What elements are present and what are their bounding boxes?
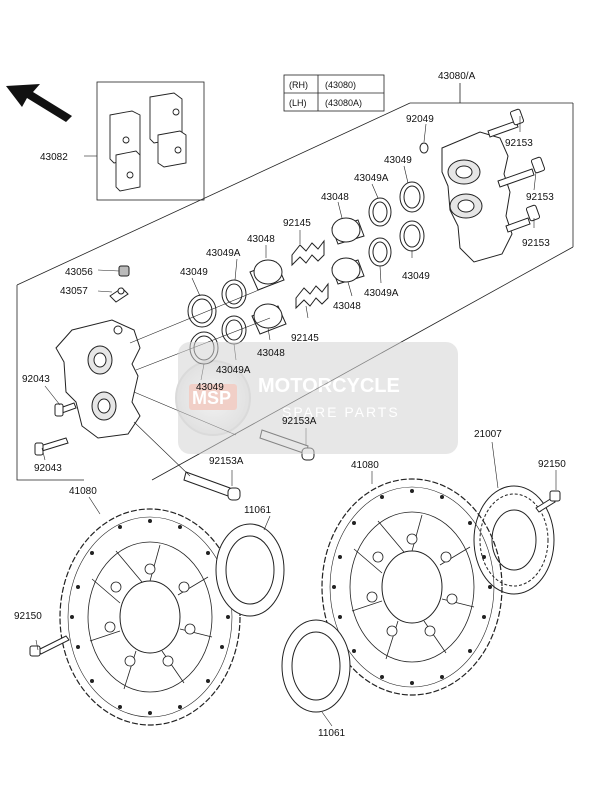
label-43049-r1: 43049 (384, 155, 412, 166)
label-43080A: 43080/A (438, 71, 476, 82)
label-92153A-b: 92153A (209, 456, 244, 467)
watermark-brand-text: MOTORCYCLE (258, 375, 400, 397)
pad-spring-92145-icon (291, 239, 329, 310)
piston-seal-group-left (187, 259, 287, 365)
label-92153-c: 92153 (522, 238, 550, 249)
watermark-sub-text: SPARE PARTS (282, 404, 400, 420)
caliper-bolt-92153-icon (487, 108, 546, 233)
disc-shim-11061-icon (215, 523, 351, 713)
label-43049A-r2: 43049A (364, 288, 399, 299)
left-caliper-icon (55, 319, 141, 439)
label-43049A-r1: 43049A (354, 173, 389, 184)
brake-pad-icon (109, 92, 187, 192)
label-43048-bot: 43048 (257, 348, 285, 359)
leader-lines (41, 116, 537, 486)
right-brake-disc-icon (321, 478, 503, 696)
legend-side-rh: (RH) (289, 80, 308, 90)
label-92049: 92049 (406, 114, 434, 125)
bleeder-valve-icon (109, 265, 130, 303)
right-caliper-icon (441, 131, 513, 263)
label-43049A-bot: 43049A (216, 365, 251, 376)
label-43057: 43057 (60, 286, 88, 297)
watermark-logo: MSP MOTORCYCLE SPARE PARTS (175, 342, 458, 454)
legend-code-lh: (43080A) (325, 98, 362, 108)
label-92043-b: 92043 (34, 463, 62, 474)
label-92153-a: 92153 (505, 138, 533, 149)
legend-side-lh: (LH) (289, 98, 307, 108)
disc-bolt-92150-icon (29, 490, 561, 657)
part-labels: 43080/A 43082 92049 92153 92153 92153 43… (14, 71, 566, 739)
watermark-logo-text: MSP (192, 388, 231, 408)
label-43049-r2: 43049 (402, 271, 430, 282)
label-43049-bot: 43049 (196, 382, 224, 393)
label-92145-top: 92145 (283, 218, 311, 229)
label-92150-left: 92150 (14, 611, 42, 622)
label-43048-top: 43048 (247, 234, 275, 245)
label-41080-left: 41080 (69, 486, 97, 497)
side-legend-table: (RH) (43080) (LH) (43080A) (283, 74, 385, 112)
label-43056: 43056 (65, 267, 93, 278)
label-92145-bot: 92145 (291, 333, 319, 344)
legend-code-rh: (43080) (325, 80, 356, 90)
label-92150-right: 92150 (538, 459, 566, 470)
label-92153-b: 92153 (526, 192, 554, 203)
label-11061-top: 11061 (244, 505, 272, 516)
abs-sensor-rotor-icon (473, 485, 555, 595)
label-92043-a: 92043 (22, 374, 50, 385)
label-43049A-top: 43049A (206, 248, 241, 259)
label-43082: 43082 (40, 152, 68, 163)
brake-pad-box (84, 81, 205, 201)
mounting-bolt-92043-icon (34, 402, 77, 456)
label-43048-r1: 43048 (321, 192, 349, 203)
left-brake-disc-icon (59, 508, 241, 726)
label-92153A-a: 92153A (282, 416, 317, 427)
front-direction-arrow-icon (6, 84, 72, 122)
label-43049-mid: 43049 (180, 267, 208, 278)
label-21007: 21007 (474, 429, 502, 440)
label-11061-bot: 11061 (318, 728, 346, 739)
label-leader-lines (35, 441, 557, 727)
piston-seal-group-right (331, 142, 429, 285)
label-43048-r2: 43048 (333, 301, 361, 312)
label-41080-right: 41080 (351, 460, 379, 471)
